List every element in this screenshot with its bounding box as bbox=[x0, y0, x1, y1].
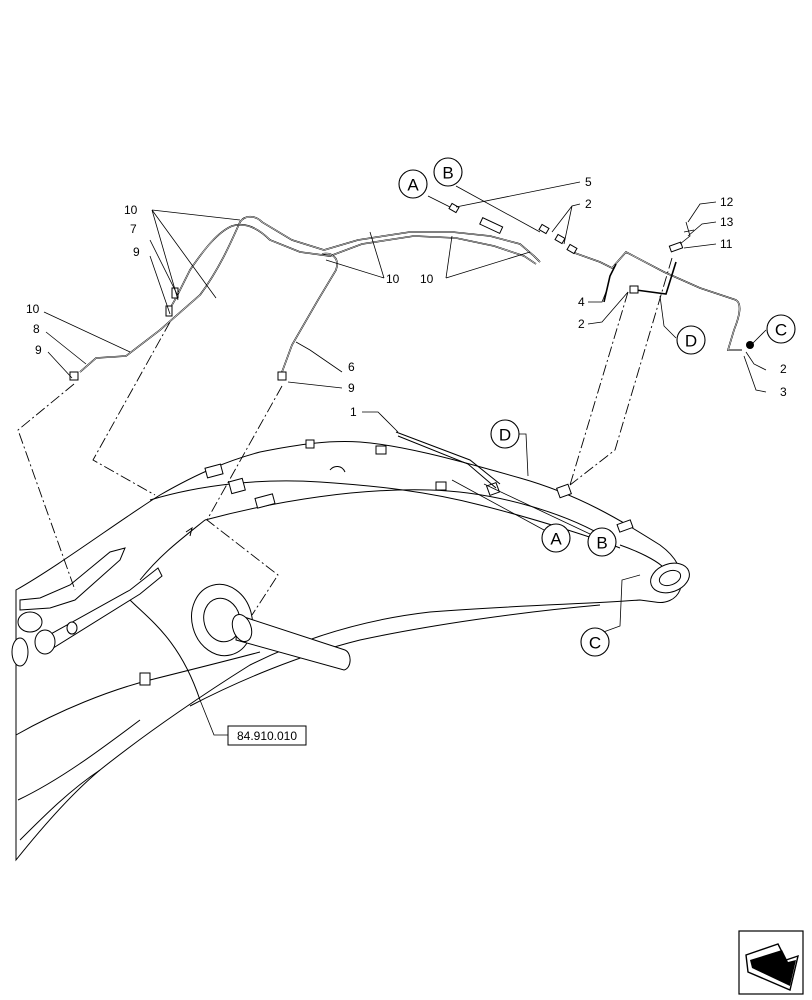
svg-text:A: A bbox=[407, 176, 419, 195]
marker-b-upper: B bbox=[433, 157, 463, 187]
marker-d-upper: D bbox=[676, 325, 706, 355]
svg-text:84.910.010: 84.910.010 bbox=[237, 729, 297, 743]
hydraulic-lines bbox=[69, 202, 754, 381]
svg-text:C: C bbox=[775, 321, 787, 340]
marker-a-upper: A bbox=[398, 169, 428, 199]
part-label-2: 2 bbox=[780, 362, 787, 376]
part-label-8: 8 bbox=[33, 322, 40, 336]
marker-c-lower: C bbox=[580, 627, 610, 657]
marker-a-lower: A bbox=[541, 523, 571, 553]
svg-text:A: A bbox=[550, 530, 562, 549]
part-label-9: 9 bbox=[35, 343, 42, 357]
part-label-11: 11 bbox=[720, 237, 733, 251]
leader-lines bbox=[43, 181, 767, 736]
part-label-13: 13 bbox=[720, 215, 734, 229]
marker-c-upper: C bbox=[766, 314, 796, 344]
part-label-2: 2 bbox=[578, 317, 585, 331]
part-label-9: 9 bbox=[348, 381, 355, 395]
svg-text:D: D bbox=[685, 332, 697, 351]
part-label-5: 5 bbox=[585, 175, 592, 189]
part-label-4: 4 bbox=[578, 295, 585, 309]
part-label-7: 7 bbox=[130, 222, 137, 236]
svg-text:B: B bbox=[442, 164, 453, 183]
marker-d-lower: D bbox=[490, 419, 520, 449]
part-label-3: 3 bbox=[780, 385, 787, 399]
previous-page-arrow-icon[interactable] bbox=[738, 930, 804, 995]
svg-text:C: C bbox=[589, 634, 601, 653]
part-label-12: 12 bbox=[720, 195, 734, 209]
part-label-9: 9 bbox=[133, 245, 140, 259]
part-label-2: 2 bbox=[585, 197, 592, 211]
connection-markers: A B C D D A B C bbox=[398, 157, 796, 657]
excavator-boom bbox=[11, 431, 690, 862]
marker-b-lower: B bbox=[587, 527, 617, 557]
assembly-lines bbox=[17, 257, 673, 616]
part-label-1: 1 bbox=[350, 405, 357, 419]
part-label-10: 10 bbox=[26, 302, 40, 316]
part-label-10: 10 bbox=[420, 272, 434, 286]
part-label-10: 10 bbox=[386, 272, 400, 286]
part-label-10: 10 bbox=[124, 203, 138, 217]
svg-text:B: B bbox=[596, 534, 607, 553]
svg-text:D: D bbox=[499, 426, 511, 445]
part-label-6: 6 bbox=[348, 360, 355, 374]
reference-box: 84.910.010 bbox=[227, 725, 307, 746]
part-number-labels: 10 7 9 10 8 9 6 9 10 10 1 5 2 12 13 11 4… bbox=[26, 175, 787, 419]
